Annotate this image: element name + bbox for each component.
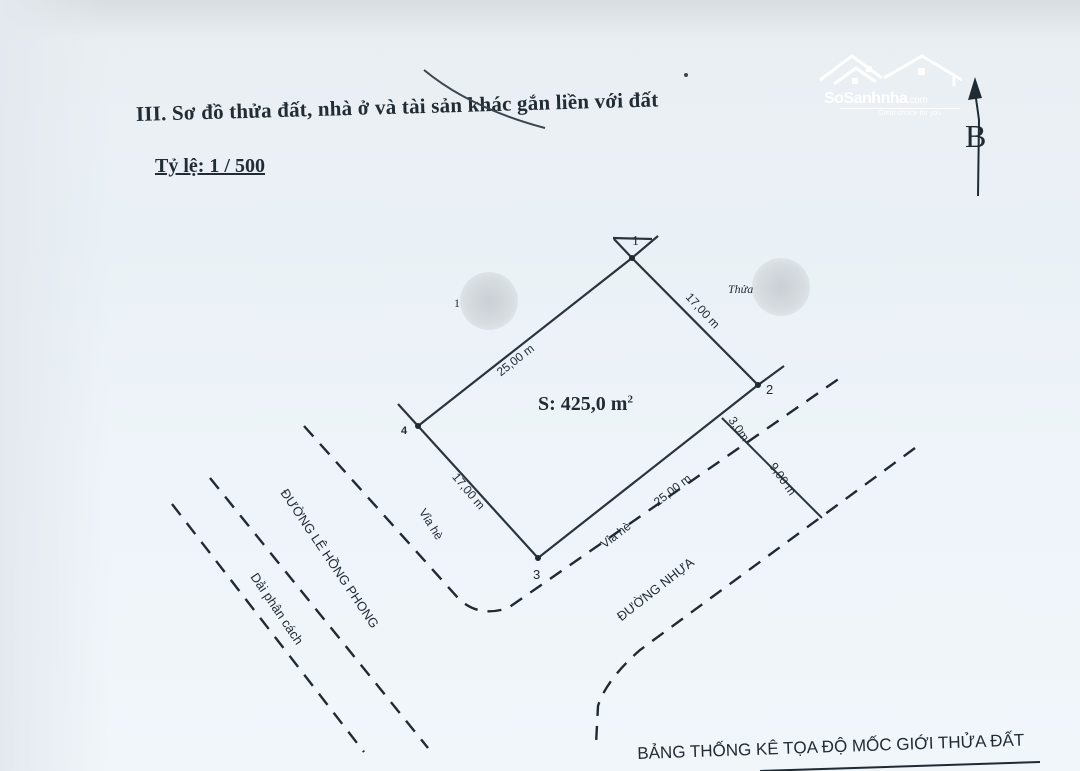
watermark-brand: SoSanhnha.com xyxy=(824,90,928,108)
watermark-logo: SoSanhnha.com Great choice for you xyxy=(812,42,972,122)
vertex-label-1: 1 xyxy=(632,234,639,249)
photo-top-shadow xyxy=(0,0,1080,40)
neighbor-parcel-label: Thửa xyxy=(728,282,754,296)
table-border xyxy=(759,761,1041,771)
watermark-brand-text: SoSanhnha xyxy=(824,90,908,107)
watermark-domain: .com xyxy=(907,95,928,106)
north-label: B xyxy=(965,118,987,154)
vertex-markers xyxy=(415,255,761,561)
house-roof-icon xyxy=(819,54,963,86)
redacted-blur xyxy=(752,258,810,316)
vertex-label-2: 2 xyxy=(766,382,774,397)
neighbor-parcel-number: 1 xyxy=(454,296,460,310)
vertex-label-3: 3 xyxy=(533,567,541,582)
pen-stroke xyxy=(423,69,546,129)
plot-area: S: 425,0 m2 xyxy=(538,393,633,416)
watermark-tagline: Great choice for you xyxy=(878,110,942,117)
offset-dimension xyxy=(721,417,823,519)
vertex-label-4: 4 xyxy=(401,425,408,437)
street-dashed-lines xyxy=(171,377,916,753)
left-page-margin xyxy=(0,0,110,771)
map-scale: Tỷ lệ: 1 / 500 xyxy=(155,155,265,177)
plot-area-exponent: 2 xyxy=(627,393,633,406)
watermark-rule xyxy=(840,108,960,109)
north-arrow-icon xyxy=(968,77,982,197)
plot-area-value: S: 425,0 m xyxy=(538,393,628,415)
redacted-blur xyxy=(460,272,518,330)
